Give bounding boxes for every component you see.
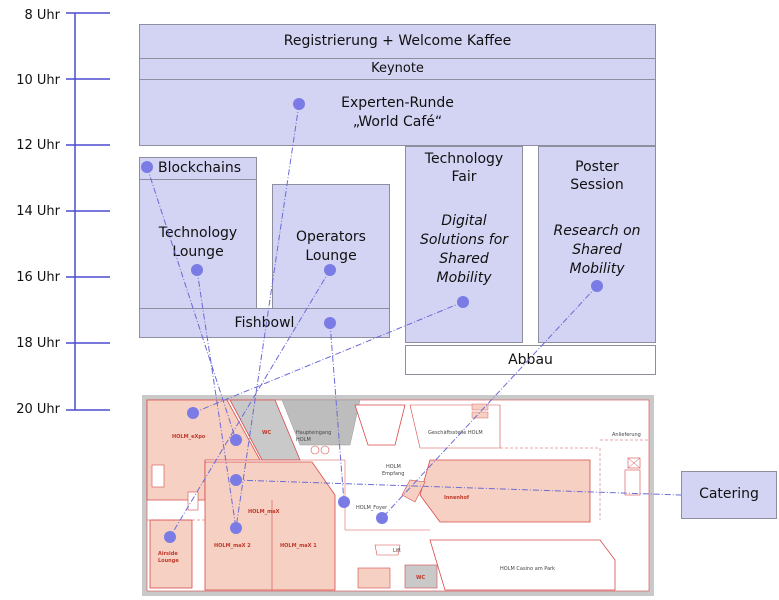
floor-plan — [142, 395, 654, 596]
fp-label-airside-2: Lounge — [158, 558, 179, 564]
fp-label-wc-bottom: WC — [416, 575, 426, 581]
time-label-8: 8 Uhr — [24, 8, 60, 23]
abbau-block: Abbau — [405, 345, 656, 375]
fp-label-wc-top: WC — [262, 430, 272, 436]
fp-label-holm-max: HOLM_maX — [248, 509, 280, 515]
fp-label-innenhof: Innenhof — [444, 495, 470, 501]
time-label-18: 18 Uhr — [16, 336, 60, 351]
time-label-14: 14 Uhr — [16, 204, 60, 219]
operators-lounge-block: Operators Lounge — [272, 184, 390, 309]
fp-label-holm-expo: HOLM_eXpo — [172, 434, 206, 440]
timeline-axis — [66, 12, 110, 411]
fp-label-casino: HOLM Casino am Park — [500, 566, 556, 572]
blockchains-block: Blockchains — [139, 157, 257, 180]
dot-floor-foyer-2 — [376, 512, 388, 524]
fp-label-haupteingang-2: HOLM — [296, 437, 311, 443]
technology-fair-block: Technology Fair Digital Solutions for Sh… — [405, 146, 523, 343]
fp-label-geschaeftsstelle: Geschäftsstelle HOLM — [428, 430, 483, 436]
keynote-block: Keynote — [139, 58, 656, 80]
dot-floor-foyer — [338, 496, 350, 508]
catering-box: Catering — [681, 471, 777, 519]
fishbowl-block: Fishbowl — [139, 308, 390, 338]
fp-label-holm-empfang: HOLM — [386, 464, 401, 470]
time-label-20: 20 Uhr — [16, 402, 60, 417]
dot-floor-hall-b — [230, 474, 242, 486]
time-label-12: 12 Uhr — [16, 138, 60, 153]
fp-label-holm-empfang-2: Empfang — [382, 471, 405, 477]
fp-label-holm-max1: HOLM_maX 1 — [280, 543, 317, 549]
fp-label-airside: Airside — [158, 551, 178, 557]
poster-session-block: Poster Session Research on Shared Mobili… — [538, 146, 656, 343]
registration-block: Registrierung + Welcome Kaffee — [139, 24, 656, 59]
dot-floor-max2 — [230, 522, 242, 534]
fp-label-haupteingang: Haupteingang — [296, 430, 332, 436]
fp-label-holm-foyer: HOLM_Foyer — [356, 505, 388, 511]
dot-floor-hall-a — [230, 434, 242, 446]
dot-floor-airside — [164, 531, 176, 543]
time-label-10: 10 Uhr — [16, 73, 60, 88]
dot-floor-expo — [187, 407, 199, 419]
experten-runde-block: Experten-Runde „World Café“ — [139, 79, 656, 146]
fp-label-anlieferung: Anlieferung — [612, 432, 641, 438]
fp-label-lift: Lift — [393, 548, 401, 554]
fp-label-holm-max2: HOLM_maX 2 — [214, 543, 251, 549]
time-label-16: 16 Uhr — [16, 270, 60, 285]
